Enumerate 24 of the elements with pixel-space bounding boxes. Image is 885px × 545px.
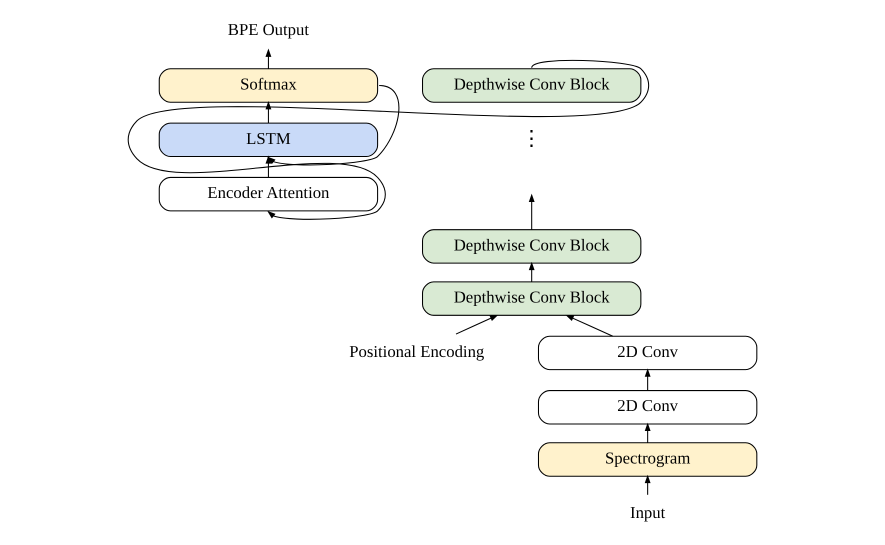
- arrow: [644, 368, 651, 391]
- node-box: Encoder Attention: [158, 176, 378, 212]
- arrow: [565, 314, 614, 337]
- node-box: Depthwise Conv Block: [422, 68, 642, 103]
- arrow: [266, 100, 272, 124]
- node-text: Input: [630, 502, 666, 522]
- arrow: [266, 155, 272, 178]
- node-box: Spectrogram: [538, 442, 758, 477]
- node-text: Positional Encoding: [349, 342, 484, 361]
- node-box: Depthwise Conv Block: [422, 281, 642, 316]
- arrow: [266, 48, 272, 69]
- label: ⋮: [521, 126, 542, 150]
- arrow: [456, 314, 498, 335]
- node-text: BPE Output: [228, 20, 310, 40]
- arrow: [644, 474, 651, 495]
- node-box: Softmax: [158, 68, 378, 103]
- arrow: [128, 60, 649, 220]
- arrow: [528, 262, 535, 282]
- node-box: LSTM: [158, 122, 378, 158]
- node-box: 2D Conv: [538, 336, 758, 370]
- node-box: Depthwise Conv Block: [422, 229, 642, 264]
- node-box: 2D Conv: [538, 390, 758, 424]
- arrow: [644, 422, 651, 443]
- arrow: [528, 194, 535, 230]
